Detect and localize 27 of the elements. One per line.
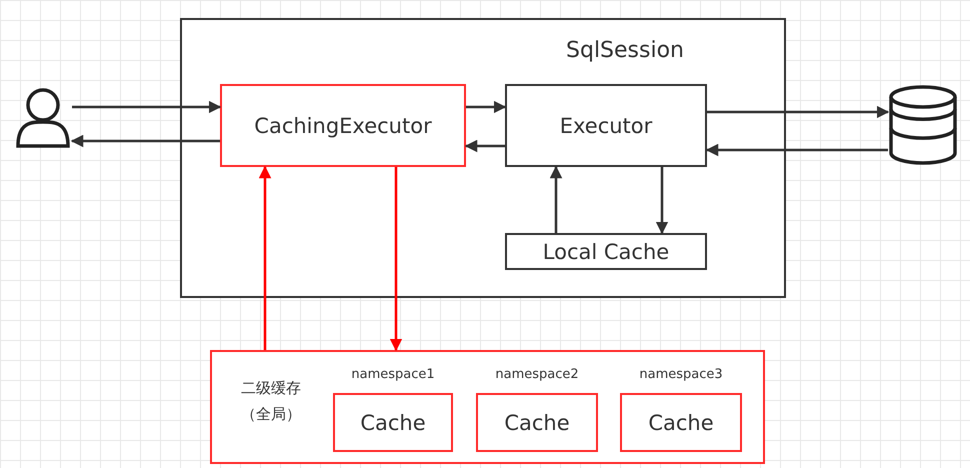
cache-box [505, 233, 707, 270]
node-label: Executor [558, 114, 654, 138]
group-label: 二级缓存（全局） [240, 378, 302, 424]
arrow [466, 100, 506, 114]
session-title: SqlSession [566, 38, 684, 63]
cache-group-box [210, 350, 765, 464]
session-box [180, 18, 786, 298]
arrow [464, 140, 505, 152]
arrow [72, 100, 222, 114]
namespace-label: namespace3 [639, 367, 723, 382]
node-label: CachingExecutor [253, 114, 433, 138]
arrow [656, 167, 668, 234]
namespace-label: namespace1 [351, 367, 435, 382]
node-label: Cache [359, 410, 427, 434]
arrow [550, 166, 562, 233]
arrow [70, 134, 220, 148]
node-label: Cache [503, 410, 571, 434]
arrow [706, 144, 888, 156]
process-box [505, 84, 707, 167]
node-label: Cache [647, 410, 715, 434]
database-icon [888, 84, 958, 166]
arrow [390, 167, 402, 352]
node-label: Local Cache [542, 240, 670, 264]
process-box [220, 84, 466, 167]
arrow [707, 106, 890, 118]
namespace-label: namespace2 [495, 367, 579, 382]
arrow [258, 166, 272, 350]
